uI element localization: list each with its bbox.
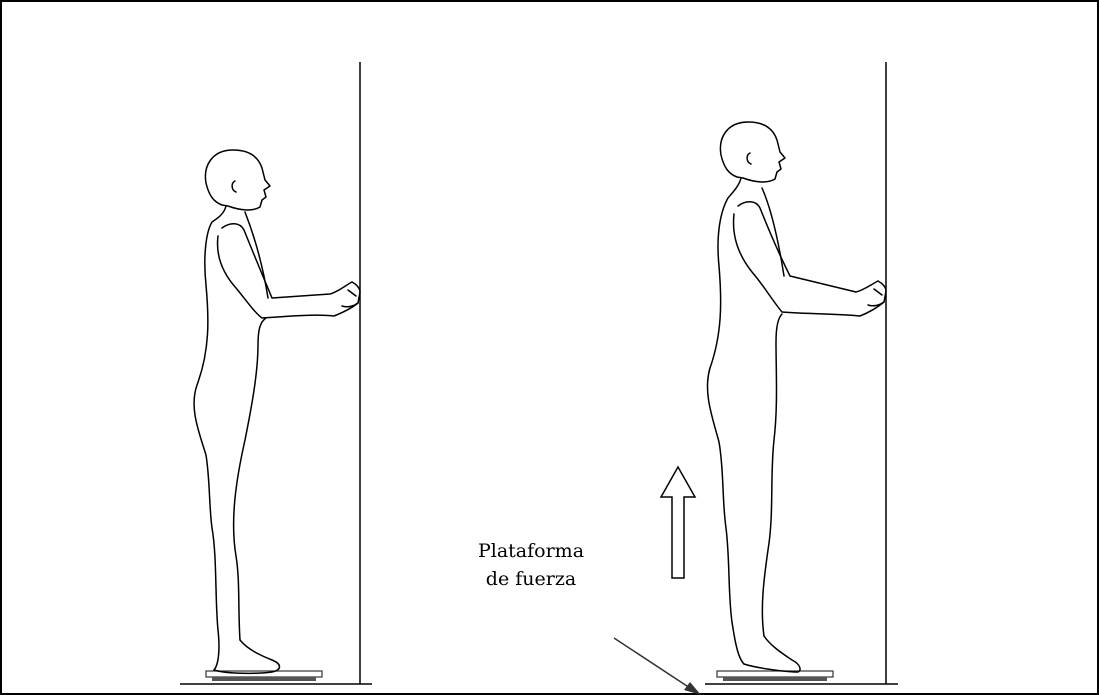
- up-arrow-icon: [661, 467, 695, 578]
- platform-label-line2: de fuerza: [448, 565, 614, 593]
- left-scene: [180, 62, 372, 684]
- platform-label-line1: Plataforma: [448, 537, 614, 565]
- figure-flat-feet: [194, 150, 360, 673]
- platform-pointer-arrow: [614, 638, 701, 695]
- figure-tiptoes: [707, 122, 886, 672]
- force-platform-right: [717, 671, 833, 681]
- platform-label: Plataforma de fuerza: [448, 537, 614, 593]
- right-scene: [614, 62, 898, 695]
